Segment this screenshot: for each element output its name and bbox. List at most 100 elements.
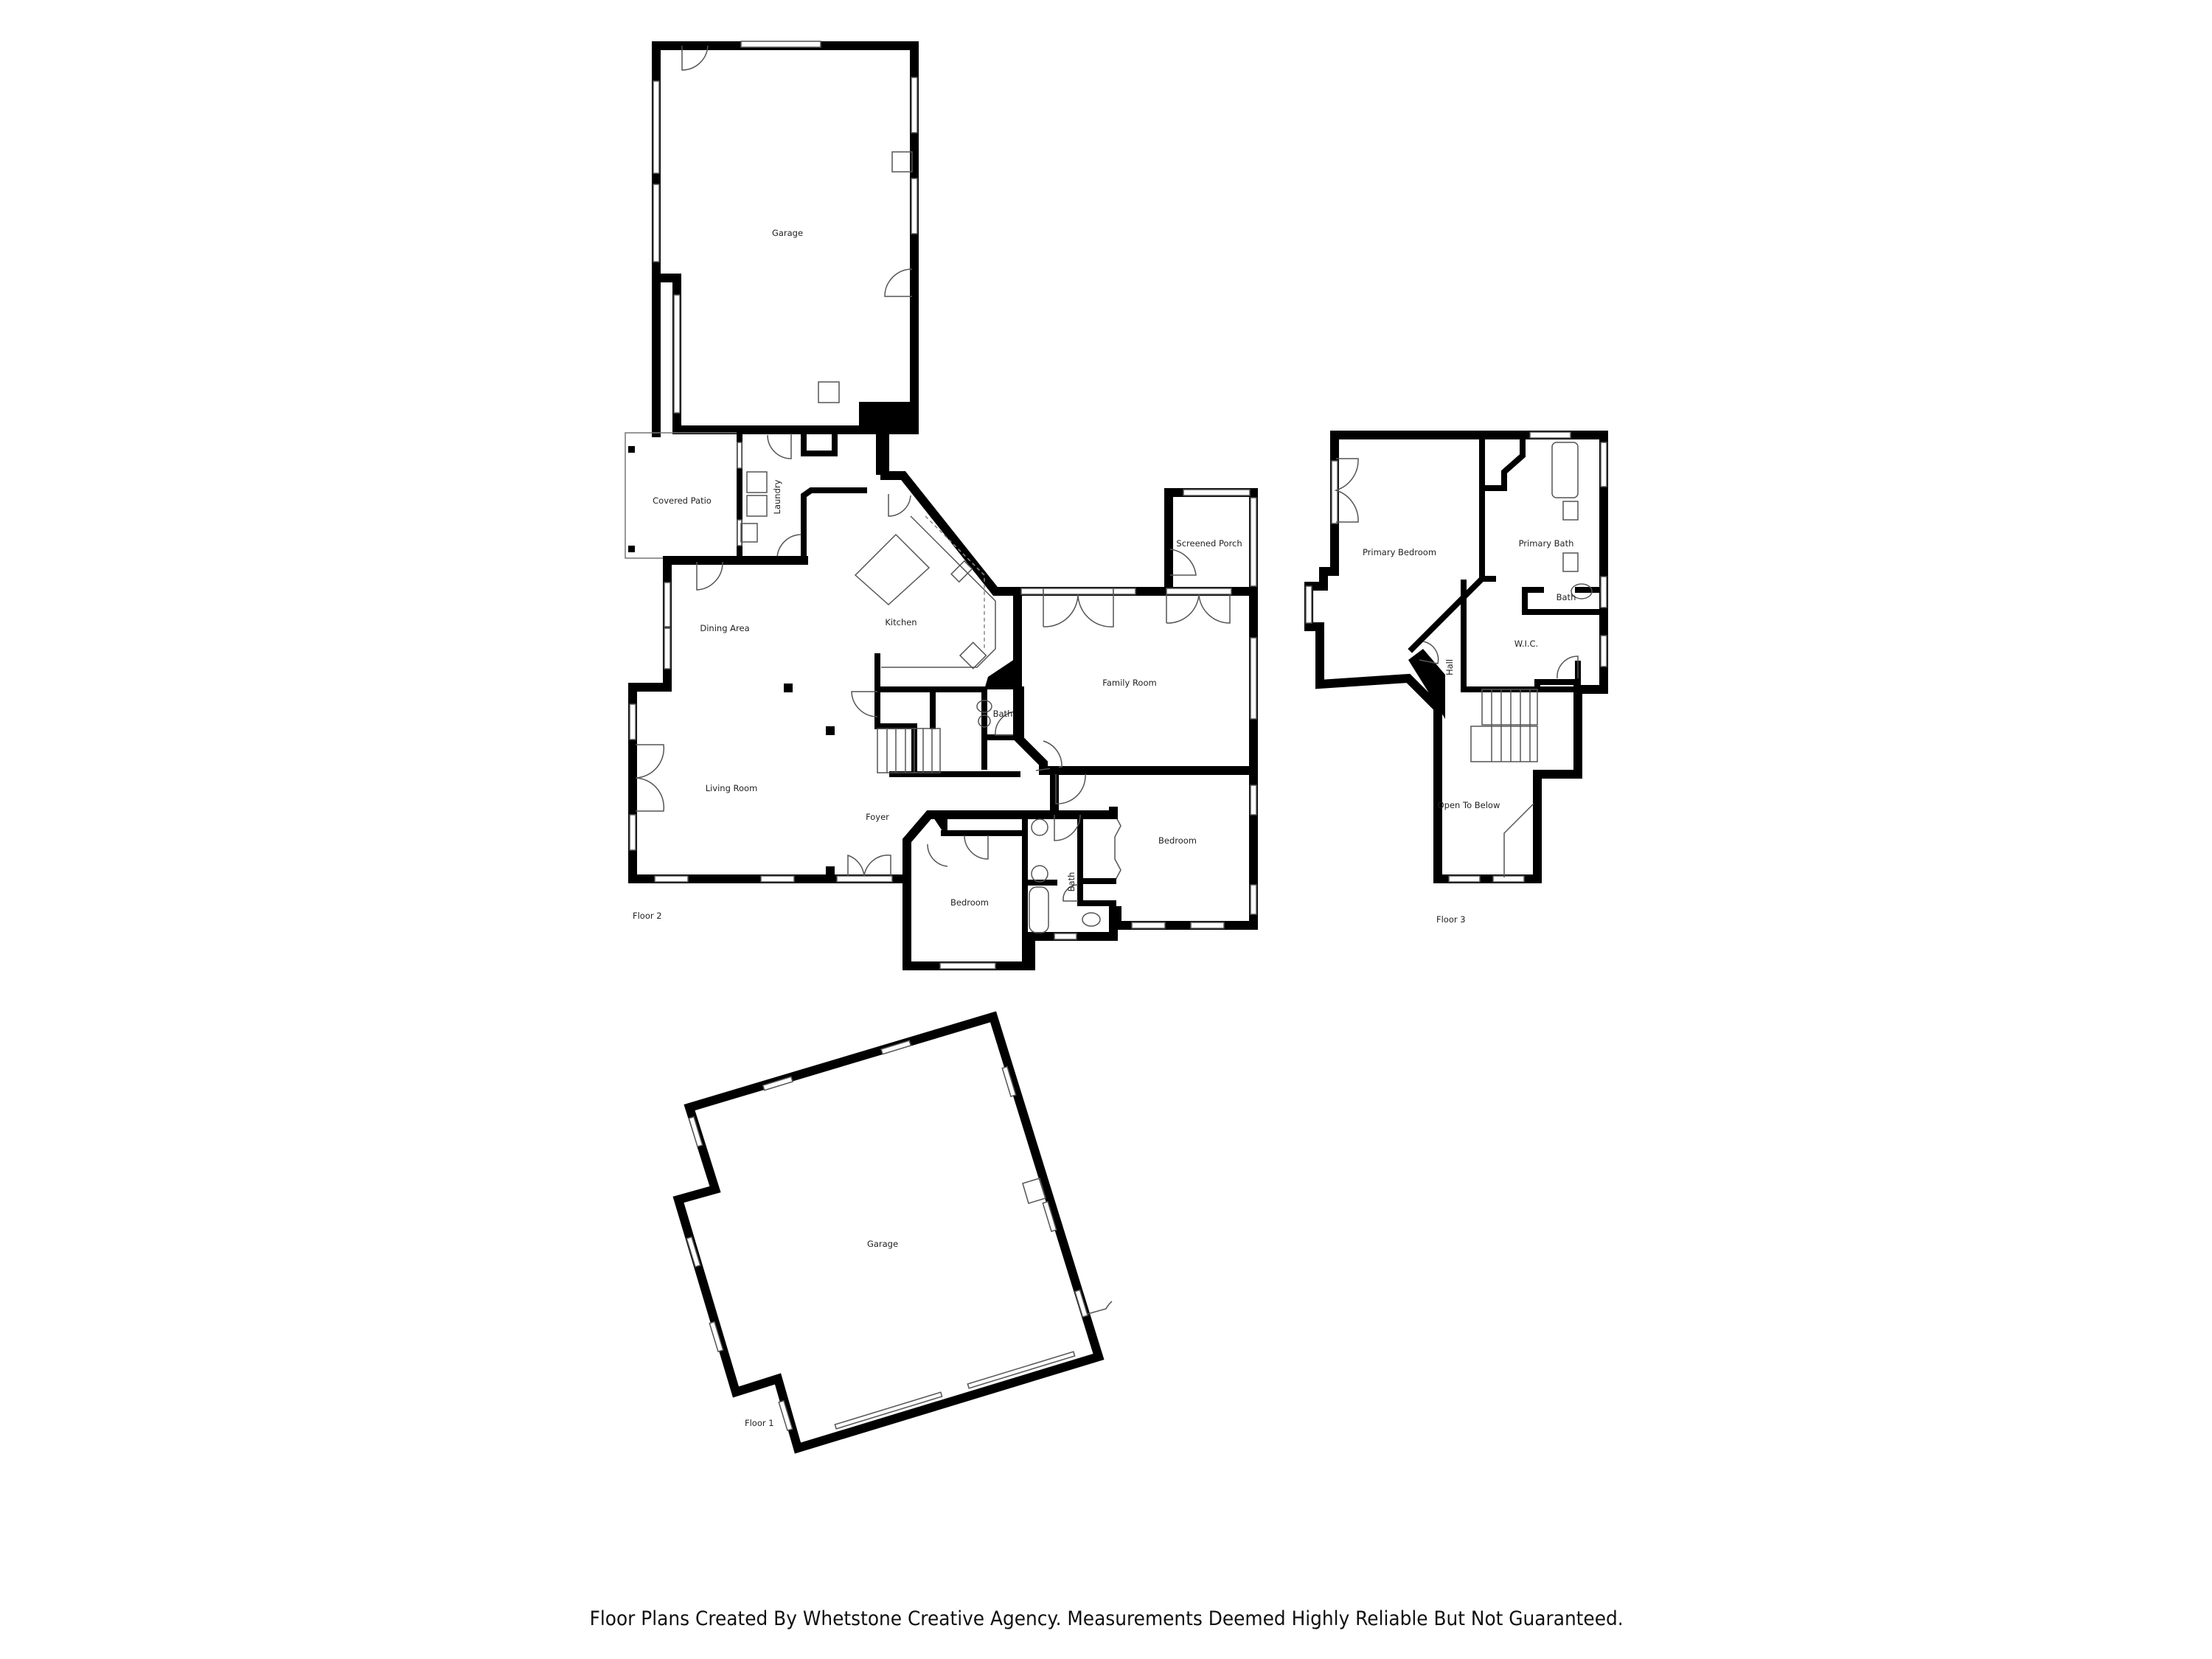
bifold-closet-door[interactable] <box>1114 814 1121 882</box>
door-swing[interactable] <box>1055 773 1086 804</box>
chimney <box>931 813 947 833</box>
room-label-family-room: Family Room <box>1102 678 1156 688</box>
window <box>1600 442 1607 487</box>
door-swing[interactable] <box>1054 814 1081 841</box>
window <box>778 1399 793 1431</box>
window <box>1529 431 1571 439</box>
window <box>1250 637 1257 720</box>
kitchen-island <box>854 533 931 606</box>
kitchen: Kitchen <box>854 494 1021 689</box>
appliance-box <box>1022 1178 1046 1204</box>
window <box>762 1076 793 1091</box>
window <box>1190 922 1225 929</box>
door-swing[interactable] <box>776 534 802 560</box>
floor3-outline <box>1304 431 1608 883</box>
room-label-laundry: Laundry <box>772 479 782 514</box>
door-swing[interactable] <box>1087 1301 1113 1315</box>
room-label-wic: W.I.C. <box>1514 639 1538 649</box>
column <box>784 684 793 692</box>
bedroom-left-and-bath: Bedroom Bath <box>902 807 1118 970</box>
french-door-swing[interactable] <box>1166 594 1231 624</box>
french-door-opening <box>1043 588 1114 595</box>
french-door-opening <box>1331 460 1338 524</box>
staircase[interactable] <box>877 728 941 773</box>
floor-3-plan: Primary Bedroom Primary Bath Bath W.I.C.… <box>1304 431 1608 925</box>
room-label-garage-floor1: Garage <box>867 1239 898 1249</box>
window <box>686 1236 701 1267</box>
room-label-bath-shared: Bath <box>1066 872 1077 892</box>
bathtub <box>1029 886 1049 933</box>
window <box>911 178 918 234</box>
window <box>653 184 660 262</box>
screen-panel <box>1183 489 1251 496</box>
main-level-walls: Dining Area Living Room Foyer Floor 2 <box>628 427 1022 921</box>
floor-label-3: Floor 3 <box>1436 914 1466 925</box>
door-swing[interactable] <box>851 691 878 717</box>
floor-label-2: Floor 2 <box>633 911 662 921</box>
room-label-garage-floor2: Garage <box>772 228 803 238</box>
window <box>653 80 660 174</box>
screened-porch: Screened Porch <box>1164 488 1258 596</box>
screen-panel <box>1250 497 1257 587</box>
window <box>1492 875 1525 883</box>
sink <box>1031 818 1048 836</box>
window <box>1113 588 1136 595</box>
room-label-bedroom-right: Bedroom <box>1158 835 1197 846</box>
sink <box>1562 501 1579 521</box>
door-swing[interactable] <box>767 434 792 459</box>
window <box>737 519 742 546</box>
window <box>654 875 689 883</box>
window <box>911 77 918 133</box>
door-swing[interactable] <box>696 561 723 591</box>
appliance-box <box>891 151 913 173</box>
window <box>760 875 795 883</box>
door-swing[interactable] <box>927 844 948 867</box>
door-swing[interactable] <box>888 494 911 517</box>
family-room: Family Room <box>1013 587 1258 775</box>
column <box>826 866 835 877</box>
bedroom-hall-wall <box>1408 432 1485 653</box>
garage-door <box>967 1351 1076 1389</box>
column <box>826 726 835 735</box>
chimney <box>1408 649 1445 719</box>
chimney-block <box>859 402 914 431</box>
floor-label-1: Floor 1 <box>745 1418 774 1428</box>
french-door-swing[interactable] <box>1043 594 1114 627</box>
french-door-swing[interactable] <box>635 744 665 812</box>
toilet <box>1571 583 1593 599</box>
door-swing[interactable] <box>1557 655 1579 679</box>
door-swing[interactable] <box>1169 549 1197 576</box>
window <box>737 442 742 469</box>
door-swing[interactable] <box>681 45 709 71</box>
floor1-garage-outline <box>672 1011 1105 1454</box>
sink <box>1562 552 1579 572</box>
front-door-swing[interactable] <box>847 854 891 877</box>
toilet <box>1082 912 1101 927</box>
door-swing[interactable] <box>1062 884 1079 902</box>
window <box>1448 875 1481 883</box>
room-label-living-room: Living Room <box>706 783 758 793</box>
window <box>1054 933 1077 940</box>
laundry: Laundry <box>737 428 882 563</box>
staircase-floor3[interactable] <box>1470 689 1538 762</box>
door-swing[interactable] <box>1035 740 1062 771</box>
window <box>880 1040 912 1055</box>
french-door-swing[interactable] <box>1334 458 1359 523</box>
garage-door <box>834 1391 943 1430</box>
window <box>1020 588 1044 595</box>
window <box>1250 785 1257 815</box>
window <box>629 703 636 740</box>
washer <box>746 471 768 493</box>
door-swing[interactable] <box>884 268 913 297</box>
room-label-open-to-below: Open To Below <box>1438 800 1500 810</box>
door-swing[interactable] <box>964 835 989 860</box>
room-label-screened-porch: Screened Porch <box>1176 538 1242 549</box>
window <box>1250 884 1257 915</box>
window <box>740 41 821 48</box>
window <box>939 962 996 970</box>
window <box>1600 635 1607 667</box>
door-swing[interactable] <box>1419 641 1439 664</box>
window <box>629 814 636 851</box>
room-label-bath-hall: Bath <box>993 709 1013 719</box>
sink <box>978 714 991 728</box>
